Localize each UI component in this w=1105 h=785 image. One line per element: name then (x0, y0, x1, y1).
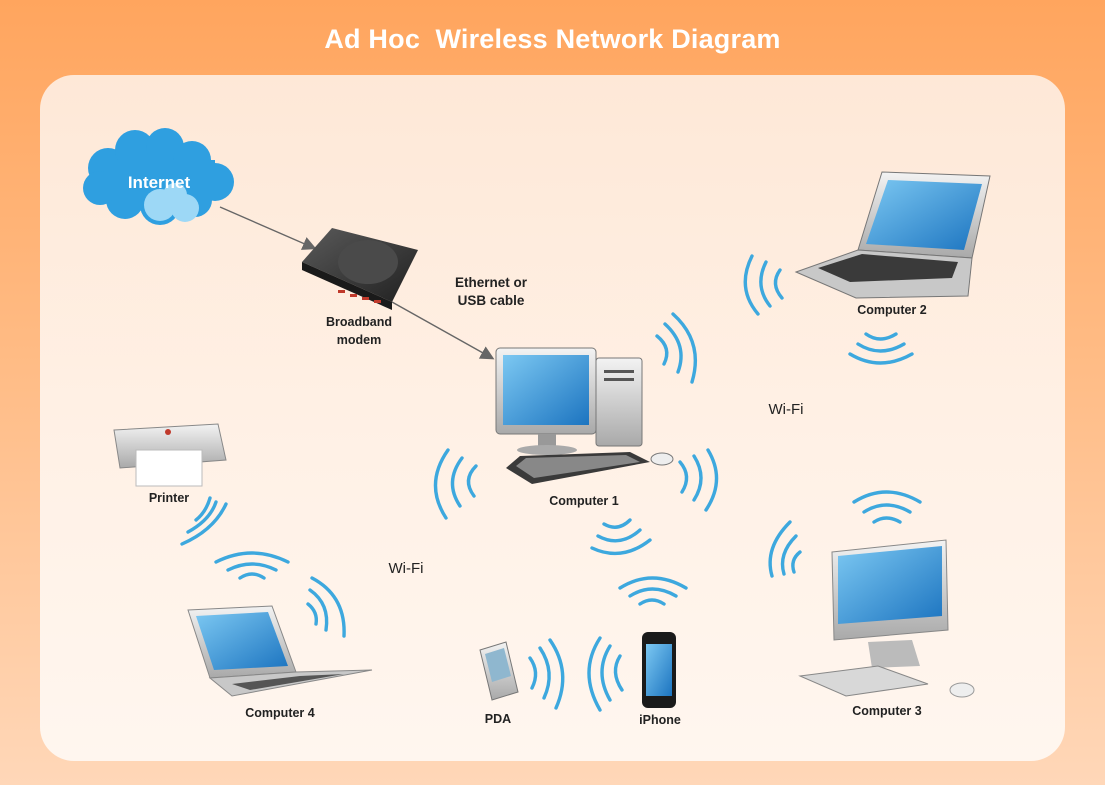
computer4-label: Computer 4 (245, 706, 315, 720)
iphone-label: iPhone (639, 713, 681, 727)
page-title: Ad Hoc Wireless Network Diagram (324, 24, 781, 54)
computer3-imac-icon (798, 539, 975, 698)
computer3-label: Computer 3 (852, 704, 922, 718)
modem-label-line2: modem (337, 333, 381, 347)
modem-label-line1: Broadband (326, 315, 392, 329)
pda-icon (479, 641, 519, 701)
computer4-laptop-icon (187, 605, 373, 697)
modem-to-computer1-connector (391, 301, 495, 360)
iphone-icon (642, 632, 676, 708)
printer-icon (113, 423, 227, 487)
computer2-label: Computer 2 (857, 303, 927, 317)
computer1-desktop-icon (495, 347, 674, 484)
internet-to-modem-connector (219, 206, 317, 250)
pda-label: PDA (485, 712, 511, 726)
cable-label-line2: USB cable (458, 293, 525, 308)
broadband-modem-icon (302, 228, 418, 310)
wifi-wave-icon (180, 254, 922, 712)
internet-cloud-icon (83, 128, 234, 225)
computer1-label: Computer 1 (549, 494, 619, 508)
printer-label: Printer (149, 491, 189, 505)
wifi-label-right: Wi-Fi (769, 401, 804, 418)
internet-label: Internet (128, 173, 191, 192)
cable-label-line1: Ethernet or (455, 275, 528, 290)
computer2-laptop-icon (794, 171, 991, 299)
wifi-label-left: Wi-Fi (389, 560, 424, 577)
